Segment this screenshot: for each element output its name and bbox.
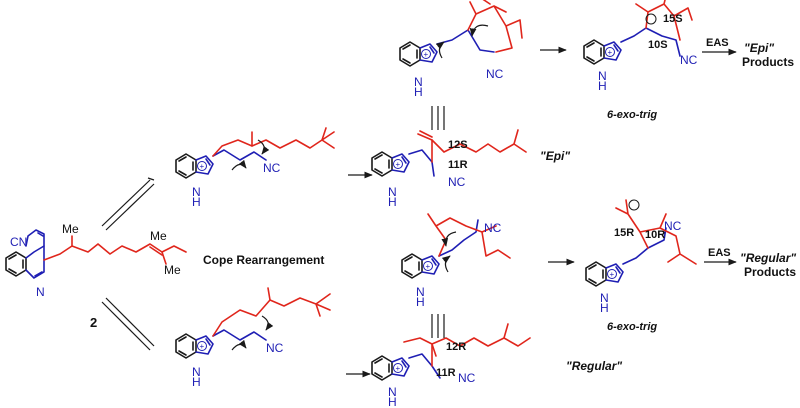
cope-rearrangement-label: Cope Rearrangement — [203, 253, 324, 267]
eas-label-top: EAS — [706, 37, 729, 49]
stereo-11r-regular: 11R — [436, 367, 456, 379]
exo-trig-label-top: 6-exo-trig — [607, 109, 657, 121]
nh-atom-cyc1: N — [598, 69, 607, 83]
nh-atom-regular: N — [388, 385, 397, 399]
regular-conformer-structure — [401, 213, 511, 279]
carbanion-charge-top — [645, 13, 657, 25]
h-atom-conf1: H — [414, 85, 423, 99]
epi-label: "Epi" — [540, 149, 570, 163]
nc-group-cyc1: NC — [680, 53, 698, 67]
compound-number: 2 — [90, 315, 97, 330]
equilibrium-arrow-upper — [101, 177, 155, 231]
me-label-1: Me — [62, 222, 79, 236]
epi-open-structure — [371, 129, 527, 177]
nh-atom-epi: N — [388, 185, 397, 199]
h-atom-2: H — [192, 375, 201, 389]
regular-products-line1: "Regular" — [740, 251, 796, 265]
stereo-11r-epi: 11R — [448, 159, 468, 171]
stereo-10s: 10S — [648, 39, 668, 51]
stereo-12s: 12S — [448, 139, 468, 151]
regular-cyclized-structure — [585, 199, 697, 287]
nc-group-epi: NC — [448, 175, 466, 189]
stereo-15r: 15R — [614, 227, 634, 239]
h-atom-1: H — [192, 195, 201, 209]
me-label-2: Me — [150, 229, 167, 243]
h-atom-conf2: H — [416, 295, 425, 309]
nh-atom-conf2: N — [416, 285, 425, 299]
nc-group-conf1: NC — [486, 67, 504, 81]
equivalence-marker-lower — [431, 314, 445, 338]
regular-label: "Regular" — [566, 359, 622, 373]
nc-group-cyc2: NC — [664, 219, 682, 233]
nh-atom-cyc2: N — [600, 291, 609, 305]
nh-atom-1: N — [192, 185, 201, 199]
epi-conformer-structure — [399, 0, 523, 67]
h-atom-epi: H — [388, 195, 397, 209]
h-atom-cyc1: H — [598, 79, 607, 93]
me-label-3: Me — [164, 263, 181, 277]
nc-group-regular: NC — [458, 371, 476, 385]
stereo-15s: 15S — [663, 13, 683, 25]
spiro-intermediate-upper — [175, 127, 335, 179]
nc-group-2: NC — [266, 341, 284, 355]
compound-2-structure — [5, 229, 187, 279]
equivalence-marker-upper — [431, 106, 445, 130]
spiro-intermediate-lower — [175, 287, 331, 359]
nc-group-conf2: NC — [484, 221, 502, 235]
h-atom-cyc2: H — [600, 301, 609, 315]
nc-group-1: NC — [263, 161, 281, 175]
stereo-10r: 10R — [645, 229, 665, 241]
exo-trig-label-bottom: 6-exo-trig — [607, 321, 657, 333]
n-atom: N — [36, 285, 45, 299]
nh-atom-conf1: N — [414, 75, 423, 89]
stereo-12r: 12R — [446, 341, 466, 353]
regular-open-structure — [371, 323, 531, 381]
epi-cyclized-structure — [583, 0, 693, 65]
eas-label-bottom: EAS — [708, 247, 731, 259]
carbanion-charge-bottom — [628, 199, 640, 211]
nh-atom-2: N — [192, 365, 201, 379]
cn-atom: CN — [10, 235, 27, 249]
epi-products-line2: Products — [742, 55, 794, 69]
h-atom-regular: H — [388, 395, 397, 408]
regular-products-line2: Products — [744, 265, 796, 279]
equilibrium-arrow-lower — [101, 297, 155, 351]
epi-products-line1: "Epi" — [744, 41, 774, 55]
